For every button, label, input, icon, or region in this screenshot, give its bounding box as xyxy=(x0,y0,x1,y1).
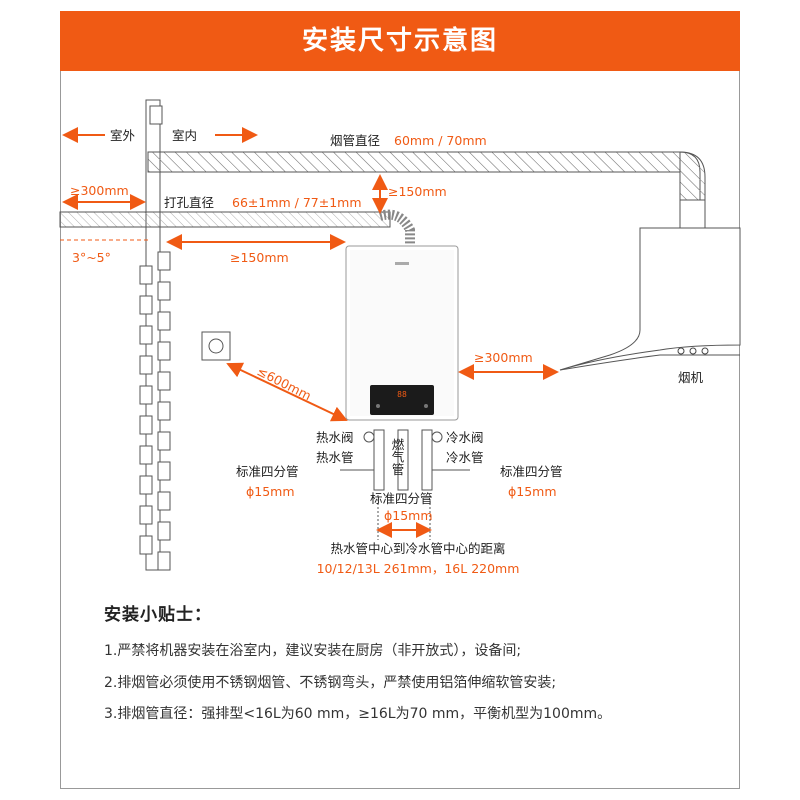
label-indoor: 室内 xyxy=(172,128,197,143)
label-center-distance-title: 热水管中心到冷水管中心的距离 xyxy=(330,541,505,556)
range-hood xyxy=(559,199,741,371)
label-flue-diameter-value: 60mm / 70mm xyxy=(394,133,487,148)
flue-pipe xyxy=(147,151,706,226)
label-center-distance-value: 10/12/13L 261mm，16L 220mm xyxy=(317,561,520,576)
label-std-dia-center: ϕ15mm xyxy=(384,508,433,523)
label-ceiling-gap: ≥150mm xyxy=(388,184,447,199)
label-hole-value: 66±1mm / 77±1mm xyxy=(232,195,362,210)
pipes xyxy=(340,429,470,491)
label-hood: 烟机 xyxy=(678,370,704,385)
hood-buttons xyxy=(677,347,709,355)
label-std-pipe-left: 标准四分管 xyxy=(236,464,299,479)
label-gas-pipe: 燃气管 xyxy=(390,437,405,476)
label-hood-distance: ≥300mm xyxy=(474,350,533,365)
flexible-pipe xyxy=(378,209,415,245)
label-socket-distance: ≤600mm xyxy=(255,363,314,403)
tips-title: 安装小贴士： xyxy=(104,605,212,625)
label-hot-valve: 热水阀 xyxy=(316,430,354,445)
ceiling-slab xyxy=(59,211,391,228)
label-hole-prefix: 打孔直径 xyxy=(164,195,214,210)
install-tips: 安装小贴士： 1.严禁将机器安装在浴室内，建议安装在厨房（非开放式），设备间; … xyxy=(104,600,724,729)
control-panel xyxy=(370,385,434,415)
label-outdoor-distance: ≥300mm xyxy=(70,183,129,198)
label-std-pipe-center: 标准四分管 xyxy=(370,491,433,506)
header-bar xyxy=(60,11,740,71)
tip-item: 3.排烟管直径：强排型<16L为60 mm，≥16L为70 mm，平衡机型为10… xyxy=(104,706,612,722)
label-std-pipe-right: 标准四分管 xyxy=(500,464,563,479)
svg-text:燃气管: 燃气管 xyxy=(390,437,405,476)
label-std-dia-left: ϕ15mm xyxy=(246,484,295,499)
content-border xyxy=(60,71,740,789)
label-cold-pipe: 冷水管 xyxy=(446,450,484,465)
label-outdoor: 室外 xyxy=(110,128,136,143)
label-cold-valve: 冷水阀 xyxy=(446,430,484,445)
label-flue-diameter-prefix: 烟管直径 xyxy=(330,133,380,148)
header: 安装尺寸示意图 xyxy=(0,0,800,76)
dimension-lines xyxy=(62,127,559,538)
power-socket xyxy=(201,331,231,361)
brand-logo xyxy=(395,262,409,265)
tip-item: 2.排烟管必须使用不锈钢烟管、不锈钢弯头，严禁使用铝箔伸缩软管安装; xyxy=(104,675,557,691)
page-title: 安装尺寸示意图 xyxy=(301,26,498,56)
label-hot-pipe: 热水管 xyxy=(316,450,354,465)
display-reading: 88 xyxy=(397,390,407,399)
label-slope: 3°~5° xyxy=(72,250,111,265)
wall xyxy=(139,99,171,571)
label-std-dia-right: ϕ15mm xyxy=(508,484,557,499)
tip-item: 1.严禁将机器安装在浴室内，建议安装在厨房（非开放式），设备间; xyxy=(104,643,522,659)
water-heater: 88 xyxy=(345,245,459,421)
label-wall-gap: ≥150mm xyxy=(230,250,289,265)
